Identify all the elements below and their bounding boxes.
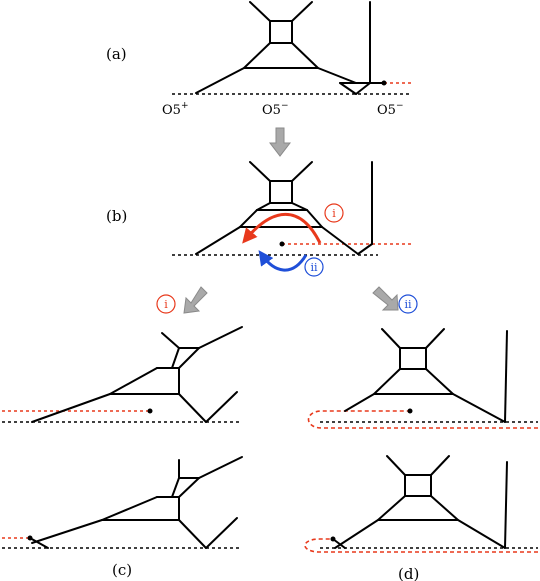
panel-a: (a) O5+ O5− O5− — [106, 1, 414, 118]
panel-c-lower: (c) — [2, 456, 243, 579]
red-brane-loop — [304, 538, 538, 553]
branch-i-header: i — [156, 286, 208, 314]
down-arrow-icon — [268, 127, 292, 157]
seven-brane-dot — [381, 80, 387, 86]
panel-b: (b) i ii — [106, 161, 412, 277]
o5-minus-label-right: O5− — [377, 101, 403, 118]
svg-text:ii: ii — [310, 261, 318, 274]
seven-brane-dot — [147, 408, 153, 414]
svg-text:ii: ii — [404, 298, 412, 311]
down-left-arrow-icon — [183, 286, 208, 314]
o5-minus-label-mid: O5− — [262, 101, 288, 118]
panel-c-upper — [2, 326, 243, 423]
brane-web — [195, 1, 386, 95]
down-right-arrow-icon — [372, 286, 399, 311]
brane-web — [344, 328, 508, 423]
brane-web — [31, 326, 243, 423]
panel-d-upper — [307, 328, 538, 429]
panel-label-c: (c) — [112, 561, 132, 579]
brane-web — [29, 456, 243, 549]
svg-text:i: i — [332, 207, 336, 220]
brane-web — [195, 161, 373, 255]
seven-brane-dot — [407, 408, 413, 414]
panel-label-b: (b) — [106, 207, 127, 225]
brane-web — [332, 455, 508, 549]
branch-ii-header: ii — [372, 286, 418, 314]
panel-label-d: (d) — [398, 565, 419, 581]
panel-label-a: (a) — [106, 45, 127, 63]
red-brane-loop — [307, 410, 538, 429]
move-i-badge: i — [324, 203, 344, 223]
svg-text:i: i — [164, 298, 168, 311]
move-i-arrow — [242, 213, 322, 244]
seven-brane-dot — [279, 241, 285, 247]
move-ii-arrow — [258, 250, 308, 272]
panel-d-lower: (d) — [304, 455, 538, 581]
o5-plus-label: O5+ — [162, 101, 188, 118]
move-ii-badge: ii — [304, 257, 324, 277]
